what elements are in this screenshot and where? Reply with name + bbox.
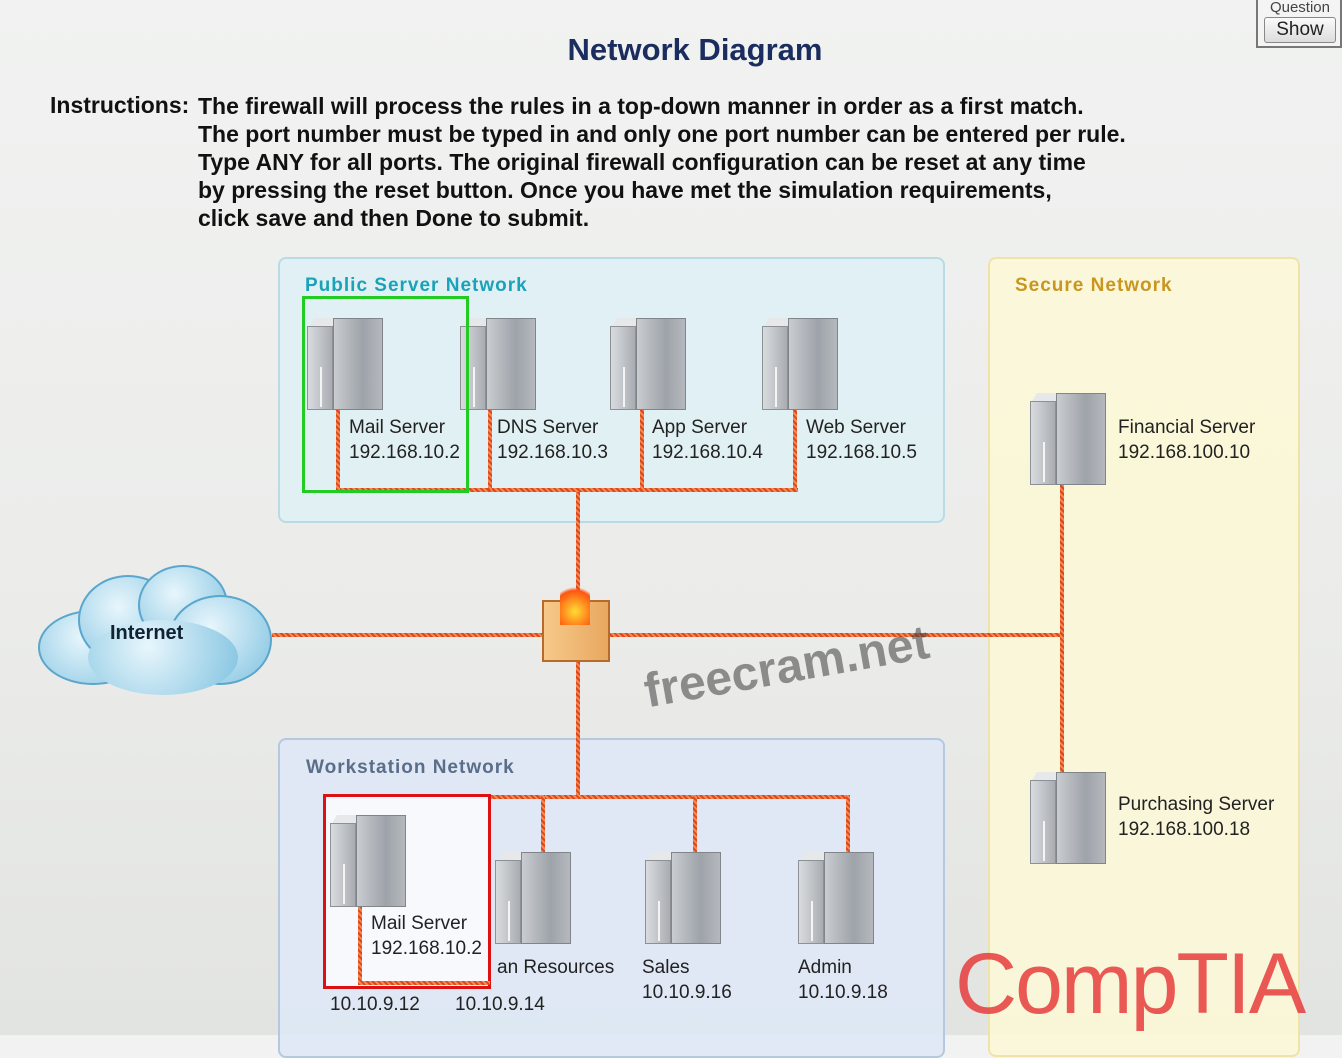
public-zone-label: Public Server Network (305, 275, 528, 296)
server-icon[interactable] (307, 318, 384, 410)
workstation-ip: 10.10.9.12 (330, 994, 420, 1015)
cable (336, 405, 340, 490)
secure-network-zone (988, 257, 1300, 1057)
cable (541, 795, 545, 855)
watermark: freecram.net (640, 615, 934, 719)
server-icon[interactable] (1030, 393, 1107, 485)
instruction-line: The port number must be typed in and onl… (198, 121, 1126, 147)
firewall-icon[interactable] (532, 580, 620, 670)
server-icon[interactable] (610, 318, 687, 410)
workstation-icon[interactable] (495, 852, 572, 944)
public-bus-cable (336, 488, 798, 492)
cable (358, 900, 362, 985)
workstation-icon[interactable] (798, 852, 875, 944)
workstation-zone-label: Workstation Network (306, 757, 515, 778)
instruction-line: by pressing the reset button. Once you h… (198, 177, 1052, 203)
internet-cloud-icon[interactable] (38, 565, 272, 695)
instruction-line: Type ANY for all ports. The original fir… (198, 149, 1086, 175)
server-icon[interactable] (460, 318, 537, 410)
cable (488, 405, 492, 490)
secure-zone-label: Secure Network (1015, 275, 1173, 296)
question-label: Question (1269, 0, 1330, 16)
cable (358, 981, 490, 985)
instruction-line: The firewall will process the rules in a… (198, 93, 1084, 119)
show-button[interactable]: Show (1264, 17, 1336, 43)
cable (640, 405, 644, 490)
cable (846, 795, 850, 855)
workstation-icon[interactable] (645, 852, 722, 944)
comptia-logo: CompTIA (955, 936, 1306, 1032)
secure-cable (1060, 480, 1064, 860)
backbone-cable (272, 633, 1064, 637)
workstation-bus-cable (488, 795, 850, 799)
instructions-label: Instructions: (50, 92, 190, 118)
server-icon[interactable] (762, 318, 839, 410)
cable (793, 405, 797, 490)
server-icon[interactable] (330, 815, 407, 907)
page-title: Network Diagram (567, 32, 823, 67)
green-highlight-box (302, 296, 469, 493)
server-icon[interactable] (1030, 772, 1107, 864)
instructions-text: The firewall will process the rules in a… (198, 92, 1208, 232)
instruction-line: click save and then Done to submit. (198, 205, 590, 231)
cable (693, 795, 697, 855)
internet-label: Internet (110, 622, 184, 644)
workstation-ip: 10.10.9.14 (455, 994, 545, 1015)
workstation-name: an Resources (497, 957, 615, 978)
